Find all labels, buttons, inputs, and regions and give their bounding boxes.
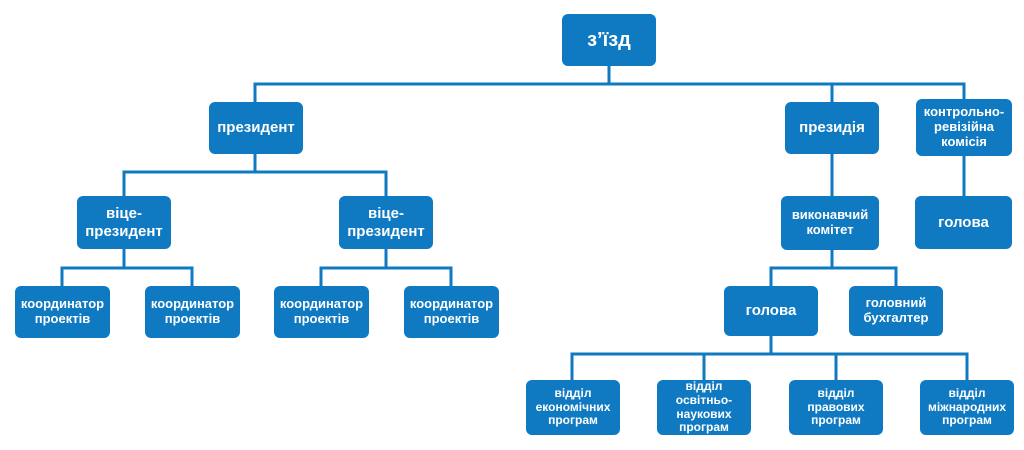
project-coordinator-box-3: координатор проектів (274, 286, 369, 338)
vice-president-box-1: віце- президент (77, 196, 171, 249)
department-box-international: відділ міжнародних програм (920, 380, 1014, 435)
department-box-economic: відділ економічних програм (526, 380, 620, 435)
audit-head-box: голова (915, 196, 1012, 249)
presidium-box: президія (785, 102, 879, 154)
department-box-educational: відділ освітньо- наукових програм (657, 378, 751, 435)
vice-president-box-2: віце- президент (339, 196, 433, 249)
chief-accountant-label: головний бухгалтер (863, 295, 929, 325)
audit-head-label: голова (938, 213, 989, 231)
vice-president-label: віце- президент (85, 205, 163, 240)
audit-commission-box: контрольно- ревізійна комісія (916, 99, 1012, 156)
executive-head-box: голова (724, 286, 818, 336)
executive-committee-box: виконавчий комітет (781, 196, 879, 250)
congress-box: з’їзд (562, 14, 656, 66)
project-coordinator-box-4: координатор проектів (404, 286, 499, 338)
vice-president-label: віце- президент (347, 205, 425, 240)
executive-head-label: голова (745, 302, 797, 320)
department-label: відділ економічних програм (535, 385, 611, 428)
department-box-legal: відділ правових програм (789, 380, 883, 435)
presidium-label: президія (799, 119, 865, 137)
president-box: президент (209, 102, 303, 154)
audit-commission-label: контрольно- ревізійна комісія (923, 104, 1005, 149)
project-coordinator-label: координатор проектів (20, 296, 105, 326)
project-coordinator-box-2: координатор проектів (145, 286, 240, 338)
chief-accountant-box: головний бухгалтер (849, 286, 943, 336)
executive-committee-label: виконавчий комітет (791, 207, 869, 237)
project-coordinator-label: координатор проектів (279, 296, 364, 326)
department-label: відділ міжнародних програм (927, 385, 1007, 428)
president-label: президент (217, 119, 295, 137)
department-label: відділ правових програм (807, 385, 865, 428)
project-coordinator-box-1: координатор проектів (15, 286, 110, 338)
congress-label: з’їзд (587, 28, 631, 51)
project-coordinator-label: координатор проектів (150, 296, 235, 326)
project-coordinator-label: координатор проектів (409, 296, 494, 326)
department-label: відділ освітньо- наукових програм (675, 378, 733, 435)
